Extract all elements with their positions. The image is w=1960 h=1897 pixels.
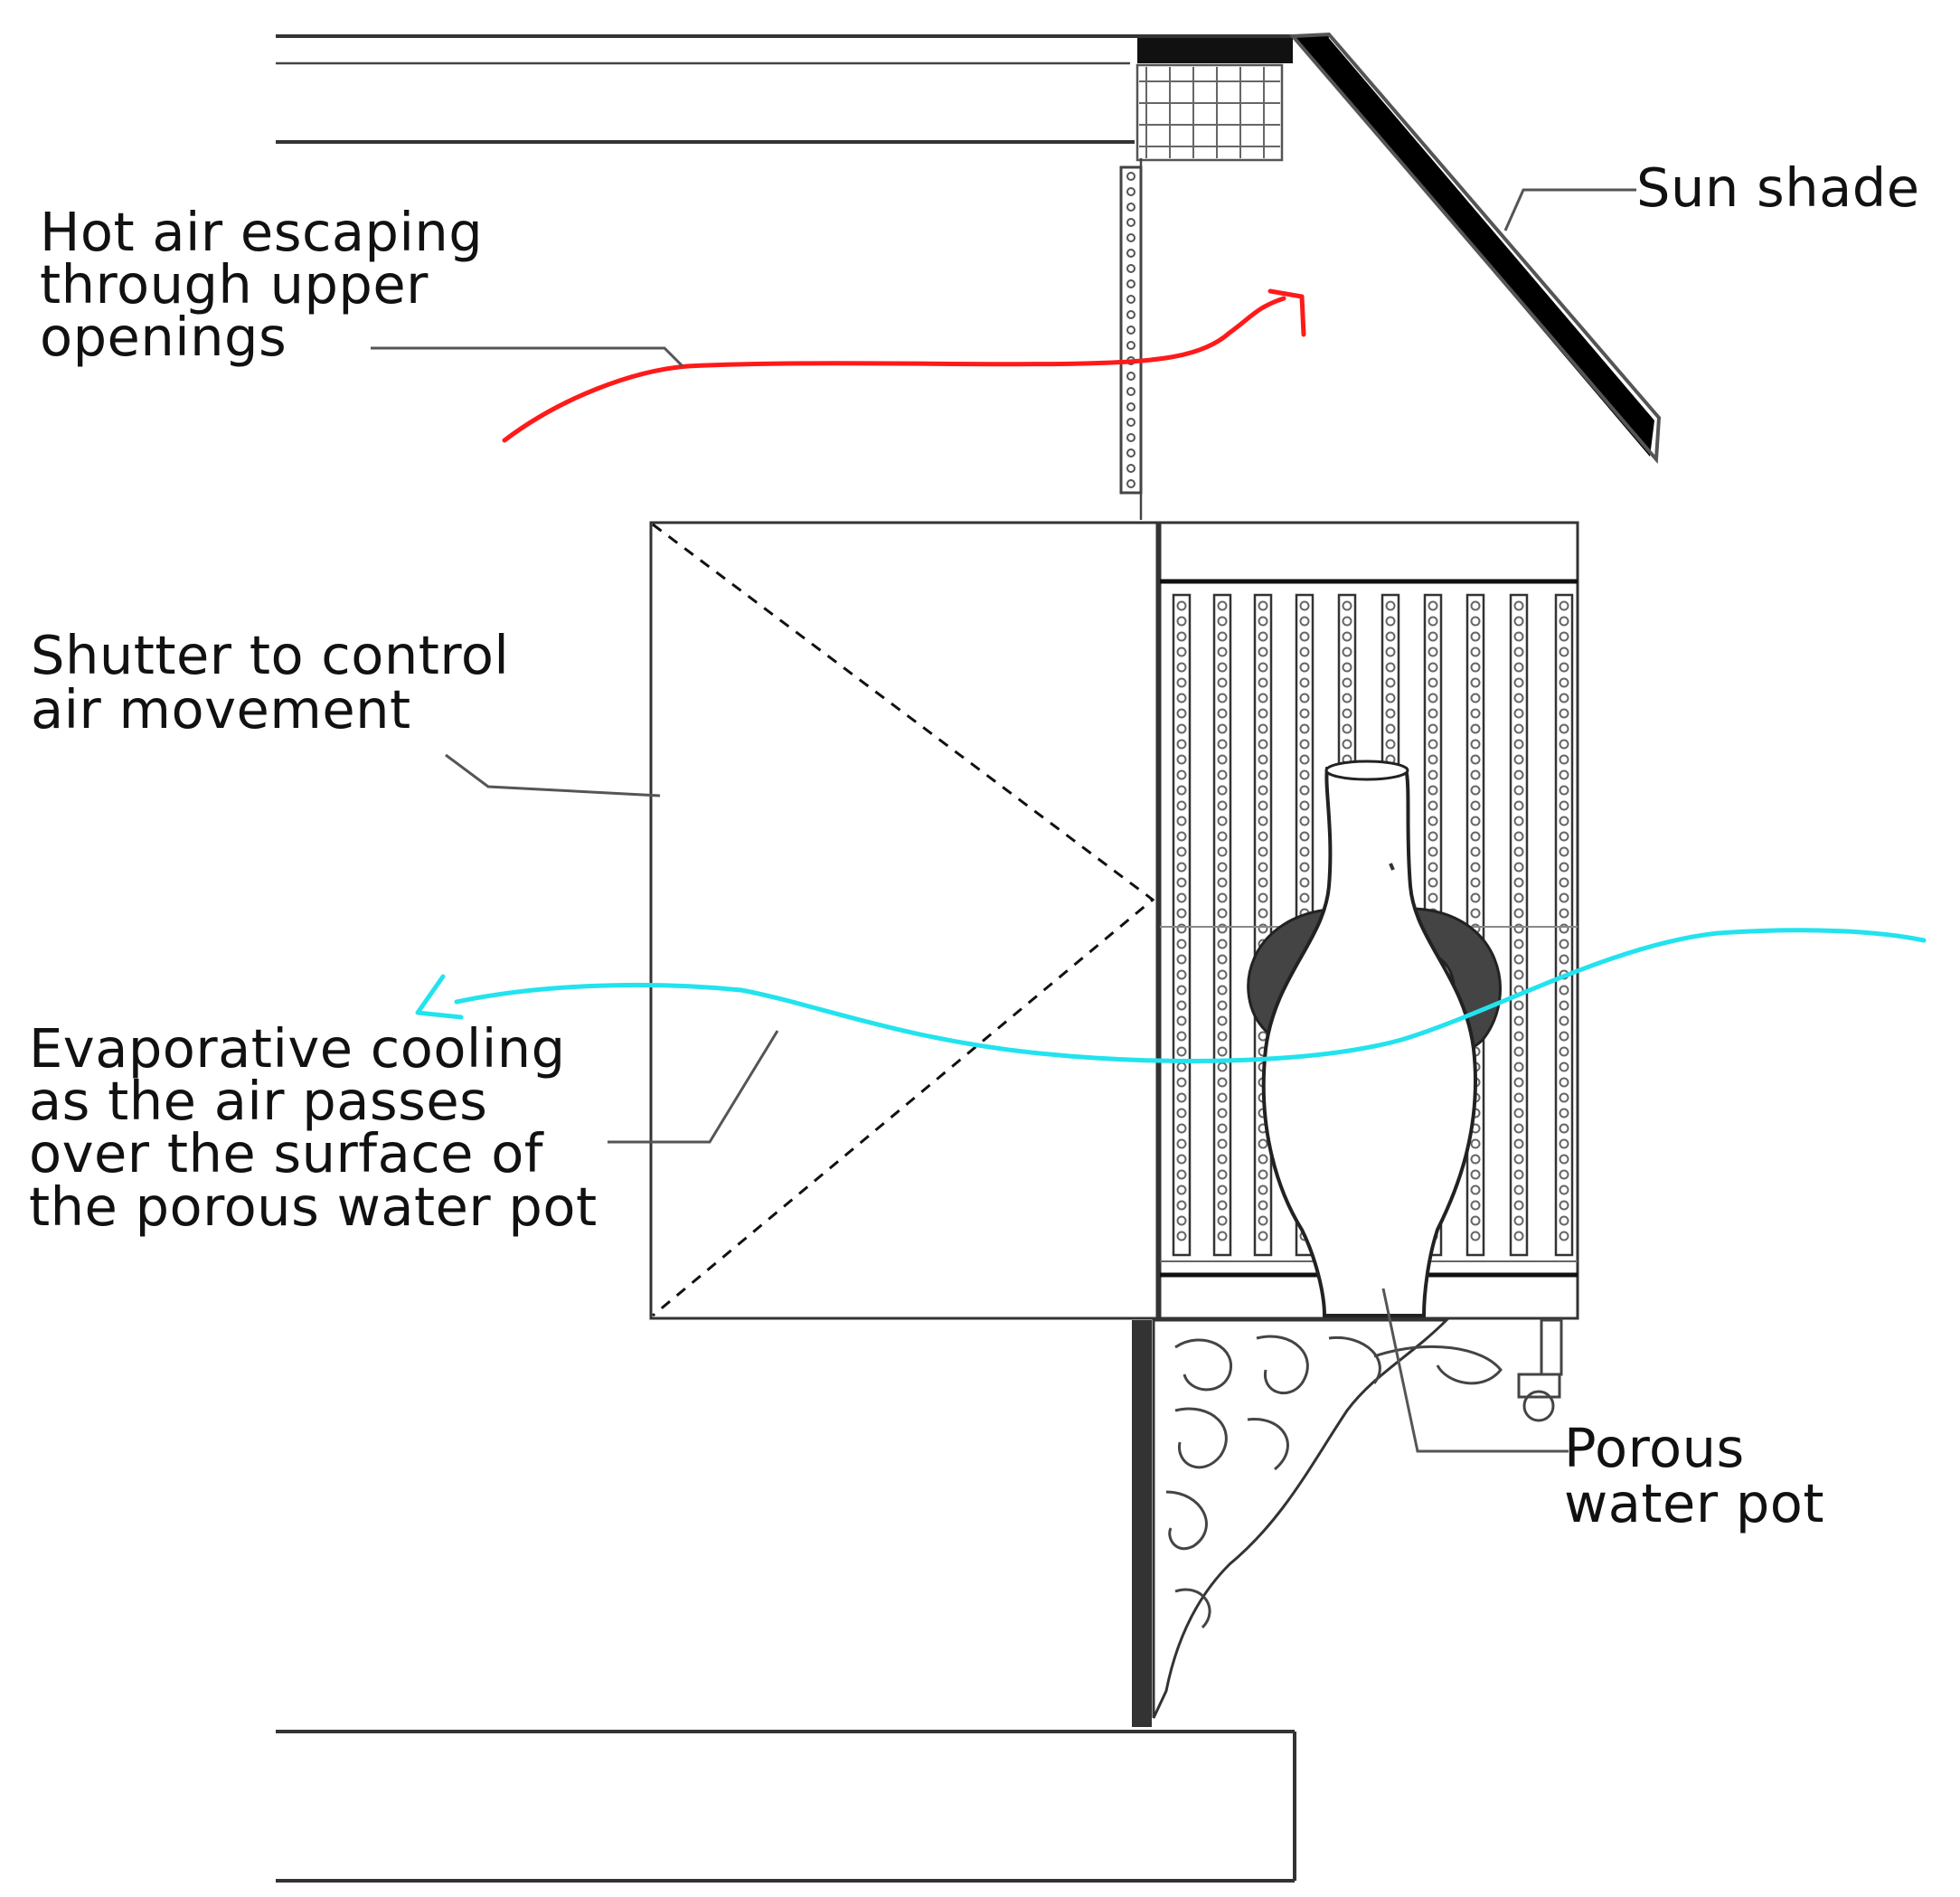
sun-shade-leader: [1503, 188, 1636, 231]
upper-opening-lattice: [1119, 158, 1143, 520]
hot-air-line-1: Hot air escaping: [40, 201, 483, 263]
amphora-icon: [1247, 760, 1502, 1317]
evaporative-line-4: the porous water pot: [29, 1175, 598, 1238]
hot-air-label: Hot air escaping through upper openings: [40, 201, 501, 368]
shutter-line-2: air movement: [31, 678, 411, 741]
porous-pot-line-2: water pot: [1564, 1472, 1824, 1534]
shutter-panel: [649, 521, 1159, 1320]
evaporative-line-1: Evaporative cooling: [29, 1017, 566, 1080]
evaporative-leader: [608, 1030, 779, 1144]
evaporative-line-3: over the surface of: [29, 1122, 544, 1184]
hot-air-line-2: through upper: [40, 253, 429, 316]
arrow-right-icon: [502, 288, 1306, 443]
sun-shade: [1288, 32, 1662, 465]
decorative-bracket: [1132, 1318, 1563, 1727]
hot-air-leader: [371, 346, 684, 368]
porous-pot-label: Porous water pot: [1564, 1417, 1824, 1534]
sun-shade-label: Sun shade: [1636, 156, 1920, 219]
upper-lattice-vent: [1135, 63, 1284, 162]
evaporative-line-2: as the air passes: [29, 1070, 487, 1132]
arrow-left-icon: [415, 928, 1927, 1063]
floor-slab: [276, 1730, 1296, 1883]
porous-pot-line-1: Porous: [1564, 1417, 1745, 1479]
shutter-leader: [445, 753, 661, 797]
shutter-label: Shutter to control air movement: [31, 624, 527, 741]
hot-air-line-3: openings: [40, 306, 287, 368]
porous-pot-leader: [1381, 1288, 1569, 1453]
ceiling-beam: [276, 34, 1329, 144]
shutter-line-1: Shutter to control: [31, 624, 509, 686]
evaporative-label: Evaporative cooling as the air passes ov…: [29, 1017, 598, 1238]
